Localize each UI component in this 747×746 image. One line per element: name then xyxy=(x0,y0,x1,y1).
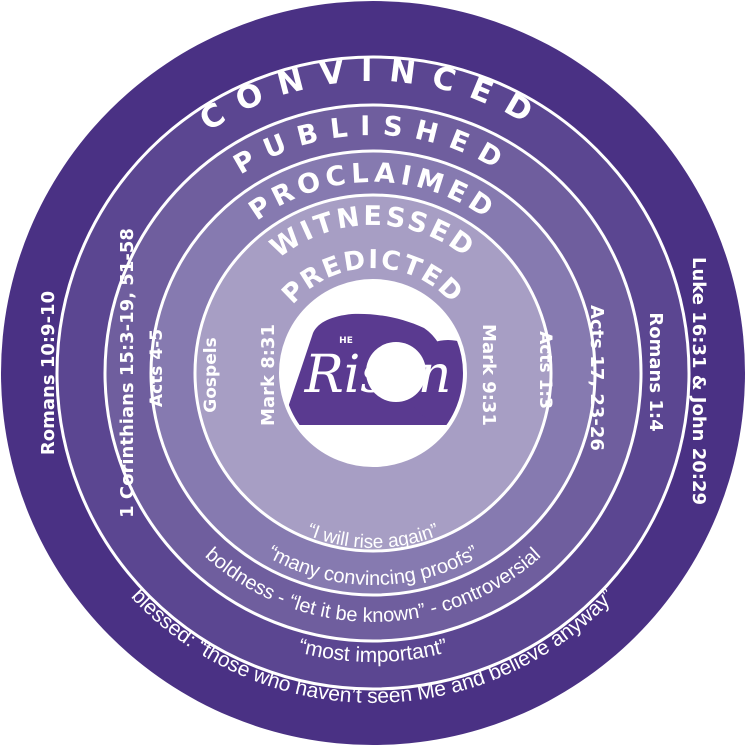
ref-right-proclaimed: Acts 17, 23-26 xyxy=(586,305,607,451)
ref-right-published: Romans 1:4 xyxy=(645,312,666,431)
stone-icon xyxy=(406,340,465,424)
ref-right-predicted: Mark 9:31 xyxy=(478,324,499,426)
logo-small-text: HE xyxy=(339,336,353,346)
ref-left-witnessed: Gospels xyxy=(201,337,221,412)
ref-left-convinced: Romans 10:9-10 xyxy=(38,291,59,455)
ref-left-published: 1 Corinthians 15:3-19, 51-58 xyxy=(117,228,138,518)
logo-script-text: Risen xyxy=(304,345,452,405)
tomb-opening xyxy=(366,342,426,402)
ref-left-proclaimed: Acts 4-5 xyxy=(147,329,167,407)
he-is-risen-logo xyxy=(282,313,465,425)
ref-left-predicted: Mark 8:31 xyxy=(258,324,279,426)
ref-right-convinced: Luke 16:31 & John 20:29 xyxy=(688,257,709,505)
center-border xyxy=(279,279,467,467)
ref-right-witnessed: Acts 1:3 xyxy=(535,331,555,409)
